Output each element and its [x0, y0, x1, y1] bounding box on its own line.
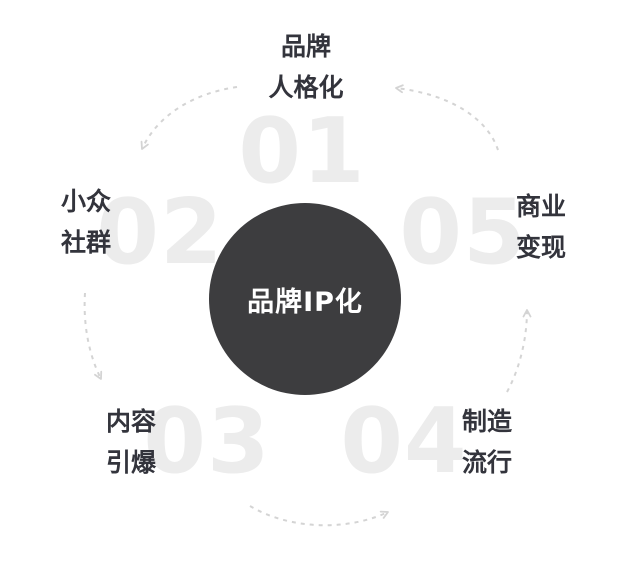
step-2-label-line-2: 社群	[60, 228, 112, 257]
step-4-label: 制造 流行	[462, 401, 512, 483]
step-2-number: 02	[96, 180, 224, 285]
arrow-step1-to-step2-icon	[140, 86, 238, 150]
step-1-label: 品牌 人格化	[268, 26, 343, 108]
step-5-number: 05	[399, 180, 527, 285]
step-3-label-line-1: 内容	[105, 407, 157, 436]
step-2-label: 小众 社群	[61, 181, 111, 263]
arrow-step5-to-step1-icon	[395, 84, 499, 151]
step-5-label: 商业 变现	[516, 186, 566, 268]
center-label: 品牌IP化	[247, 286, 363, 318]
arrow-step2-to-step3-icon	[83, 292, 103, 380]
step-3-number: 03	[143, 389, 271, 494]
step-1-label-line-1: 品牌	[280, 32, 332, 61]
step-3-label-line-2: 引爆	[105, 448, 157, 477]
arrow-step3-to-step4-icon	[249, 505, 389, 527]
center-circle: 品牌IP化	[209, 203, 401, 395]
step-1-label-line-2: 人格化	[268, 73, 344, 102]
step-4-number: 04	[340, 389, 468, 494]
step-2-label-line-1: 小众	[60, 187, 112, 216]
step-5-label-line-1: 商业	[515, 192, 567, 221]
step-1-number: 01	[238, 99, 366, 204]
step-4-label-line-1: 制造	[461, 407, 513, 436]
step-4-label-line-2: 流行	[461, 448, 513, 477]
step-3-label: 内容 引爆	[106, 401, 156, 483]
arrow-step4-to-step5-icon	[506, 309, 532, 393]
step-5-label-line-2: 变现	[515, 233, 567, 262]
